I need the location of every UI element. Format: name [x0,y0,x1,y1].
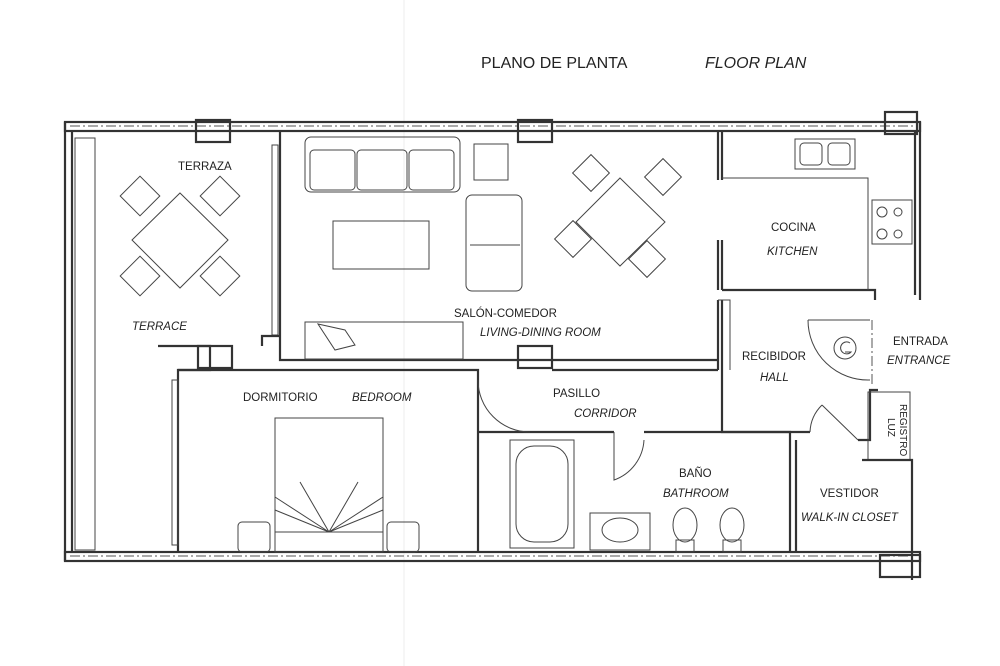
label-corridor-es: PASILLO [553,388,600,400]
label-bathroom-en: BATHROOM [663,488,729,500]
label-meter-line2: LUZ [885,418,896,437]
label-living-en: LIVING-DINING ROOM [480,327,601,339]
label-bedroom-en: BEDROOM [352,392,412,404]
bathroom-fixtures [509,439,745,553]
label-corridor-en: CORRIDOR [574,408,637,420]
label-hall-es: RECIBIDOR [742,351,806,363]
kitchen-fixtures [722,138,913,290]
entrance-symbol-icon [833,320,873,385]
label-terrace-en: TERRACE [132,321,187,333]
label-kitchen-en: KITCHEN [767,246,818,258]
label-living-es: SALÓN-COMEDOR [454,307,557,320]
label-entrance-es: ENTRADA [893,336,948,348]
doors [477,319,871,481]
terrace-table-set [119,175,241,297]
label-hall-en: HALL [760,372,789,384]
label-bathroom-es: BAÑO [679,467,712,480]
outer-walls [63,110,922,579]
label-bedroom-es: DORMITORIO [243,392,318,404]
title-es: PLANO DE PLANTA [481,55,628,72]
interior-walls [158,131,914,580]
label-terrace-es: TERRAZA [178,161,232,173]
title-en: FLOOR PLAN [705,55,807,72]
label-closet-es: VESTIDOR [820,488,879,500]
label-entrance-en: ENTRANCE [887,355,951,367]
living-furniture [304,136,683,360]
bedroom-furniture [237,417,420,553]
label-kitchen-es: COCINA [771,222,816,234]
label-closet-en: WALK-IN CLOSET [801,512,899,524]
label-meter-line1: REGISTRO [897,404,908,456]
